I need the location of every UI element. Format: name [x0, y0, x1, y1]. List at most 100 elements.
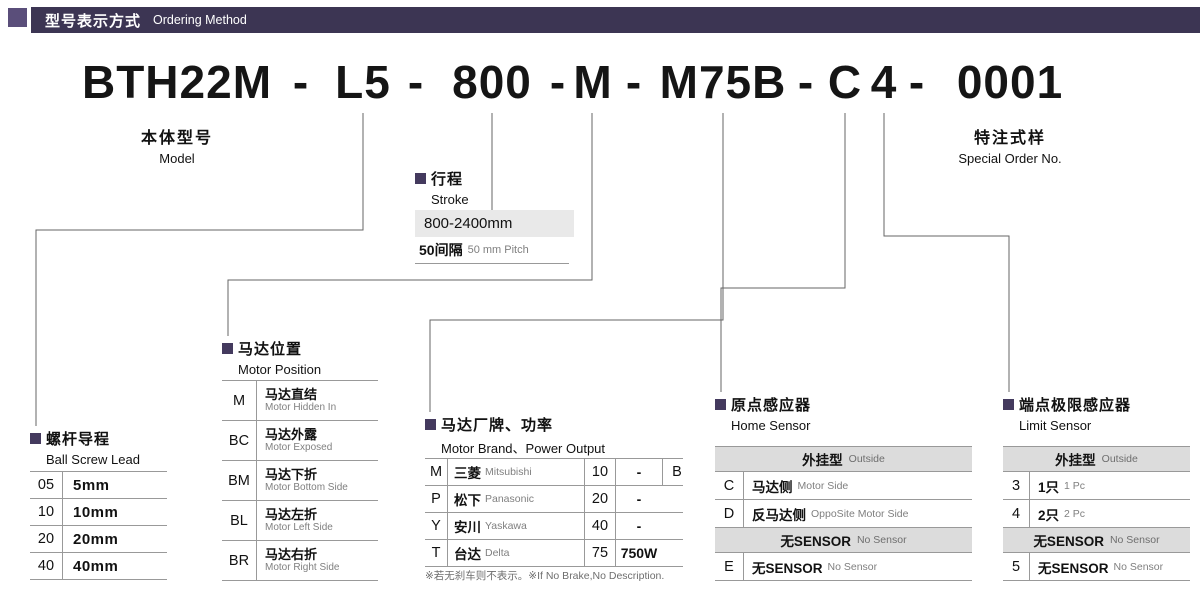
home-sensor-desc-zh: 无SENSOR	[752, 560, 823, 576]
position-desc-zh: 马达外露	[265, 426, 318, 442]
outside-band-zh: 外挂型	[1055, 453, 1096, 468]
position-desc-en: Motor Left Side	[265, 522, 333, 534]
motor-position-table: M 马达直结 Motor Hidden In BC 马达外露 Motor Exp…	[222, 380, 378, 581]
table-row: 20 20mm	[30, 525, 167, 552]
position-desc-en: Motor Bottom Side	[265, 482, 348, 494]
limit-sensor-desc-en: 2 Pc	[1064, 507, 1086, 520]
position-desc: 马达右折 Motor Right Side	[257, 541, 378, 580]
home-sensor-desc-zh: 反马达侧	[752, 507, 806, 523]
limit-sensor-desc-en: No Sensor	[1113, 560, 1164, 573]
table-row: 4 2只 2 Pc	[1003, 499, 1190, 527]
table-row: M 三菱 Mitsubishi 10 - B	[425, 458, 683, 485]
position-code: BL	[222, 501, 257, 540]
lead-code: 40	[30, 553, 63, 579]
model-segment-motor-brand: M75B	[659, 56, 787, 108]
brand-name-en: Mitsubishi	[485, 466, 532, 478]
model-segment-stroke: 800	[452, 56, 532, 108]
table-row: T 台达 Delta 75 750W	[425, 539, 683, 566]
power-value: -	[636, 518, 642, 534]
position-desc: 马达直结 Motor Hidden In	[257, 381, 378, 420]
outside-type-band: 外挂型 Outside	[715, 446, 972, 471]
stroke-pitch-en: 50 mm Pitch	[467, 244, 529, 256]
model-segment-lead: L5	[335, 56, 391, 108]
section-square-icon	[222, 343, 233, 354]
power-code: 40	[585, 513, 616, 539]
power-code: 75	[585, 540, 616, 566]
home-sensor-desc-en: No Sensor	[827, 560, 878, 573]
model-segment-limit-sensor: 4	[870, 56, 898, 108]
section-square-icon	[1003, 399, 1014, 410]
home-sensor-code: E	[715, 553, 744, 580]
brand-name: 三菱 Mitsubishi	[448, 459, 585, 485]
no-sensor-band-zh: 无SENSOR	[1033, 534, 1104, 549]
brand-name-en: Yaskawa	[485, 520, 527, 532]
model-segment-motor-position: M	[573, 56, 613, 108]
section-square-icon	[415, 173, 426, 184]
stroke-title-en: Stroke	[431, 192, 469, 207]
limit-sensor-desc: 2只 2 Pc	[1030, 500, 1190, 527]
motor-position-section-title: 马达位置 Motor Position	[222, 338, 321, 377]
motor-brand-title-en: Motor Brand、Power Output	[441, 441, 606, 456]
outside-band-zh: 外挂型	[802, 453, 843, 468]
lead-value: 5mm	[73, 476, 110, 494]
no-sensor-band-en: No Sensor	[1109, 534, 1160, 546]
section-square-icon	[30, 433, 41, 444]
power-value: 750W	[620, 545, 658, 561]
home-sensor-desc-en: OppoSite Motor Side	[811, 507, 909, 520]
motor-brand-section-title: 马达厂牌、功率 Motor Brand、Power Output	[425, 414, 605, 457]
callout-model-en: Model	[159, 151, 195, 166]
stroke-range-box: 800-2400mm	[415, 210, 574, 237]
model-segment-special-order: 0001	[956, 56, 1064, 108]
table-row: Y 安川 Yaskawa 40 -	[425, 512, 683, 539]
table-row: D 反马达侧 OppoSite Motor Side	[715, 499, 972, 527]
brand-name-zh: 松下	[454, 493, 481, 508]
brake-note: ※若无刹车则不表示。※If No Brake,No Description.	[425, 570, 665, 582]
limit-sensor-section-title: 端点极限感应器 Limit Sensor	[1003, 394, 1131, 433]
position-desc: 马达左折 Motor Left Side	[257, 501, 378, 540]
position-desc: 马达外露 Motor Exposed	[257, 421, 378, 460]
brand-code: Y	[425, 513, 448, 539]
limit-sensor-code: 4	[1003, 500, 1030, 527]
limit-sensor-table: 外挂型 Outside 3 1只 1 Pc 4 2只 2 Pc 无SENSOR …	[1003, 446, 1190, 581]
brake-code	[662, 486, 690, 512]
table-row: 10 10mm	[30, 498, 167, 525]
table-row: BM 马达下折 Motor Bottom Side	[222, 460, 378, 500]
brand-name: 安川 Yaskawa	[448, 513, 585, 539]
table-row: 40 40mm	[30, 552, 167, 579]
model-hyphen: -	[797, 56, 815, 108]
stroke-pitch-row: 50间隔 50 mm Pitch	[415, 237, 569, 264]
lead-value: 10mm	[73, 503, 119, 521]
lead-value: 40mm	[73, 557, 119, 575]
brand-name-zh: 安川	[454, 520, 481, 535]
home-sensor-table: 外挂型 Outside C 马达侧 Motor Side D 反马达侧 Oppo…	[715, 446, 972, 581]
brand-code: M	[425, 459, 448, 485]
table-row: 05 5mm	[30, 471, 167, 498]
home-sensor-code: D	[715, 500, 744, 527]
home-sensor-code: C	[715, 472, 744, 499]
home-sensor-title-en: Home Sensor	[731, 418, 811, 433]
brand-code: T	[425, 540, 448, 566]
position-desc-zh: 马达左折	[265, 506, 318, 522]
brand-code: P	[425, 486, 448, 512]
brand-name-zh: 三菱	[454, 466, 481, 481]
page-header: 型号表示方式 Ordering Method	[31, 7, 1200, 33]
limit-sensor-code: 5	[1003, 553, 1030, 580]
header-accent-square-icon	[8, 8, 27, 27]
brand-name-zh: 台达	[454, 547, 481, 562]
page-title-en: Ordering Method	[153, 13, 247, 27]
table-row: E 无SENSOR No Sensor	[715, 552, 972, 580]
model-hyphen: -	[549, 56, 567, 108]
model-hyphen: -	[407, 56, 425, 108]
ball-screw-lead-table: 05 5mm 10 10mm 20 20mm 40 40mm	[30, 471, 167, 580]
position-desc-en: Motor Exposed	[265, 442, 333, 454]
home-sensor-desc-zh: 马达侧	[752, 479, 793, 495]
table-row: BL 马达左折 Motor Left Side	[222, 500, 378, 540]
no-sensor-band-en: No Sensor	[856, 534, 907, 546]
callout-special-order-zh: 特注式样	[973, 130, 1047, 147]
position-code: BM	[222, 461, 257, 500]
model-segment-home-sensor: C	[827, 56, 863, 108]
model-hyphen: -	[292, 56, 310, 108]
ball-screw-lead-title-zh: 螺杆导程	[46, 431, 111, 448]
position-desc-en: Motor Hidden In	[265, 402, 337, 414]
home-sensor-desc-en: Motor Side	[797, 479, 849, 492]
